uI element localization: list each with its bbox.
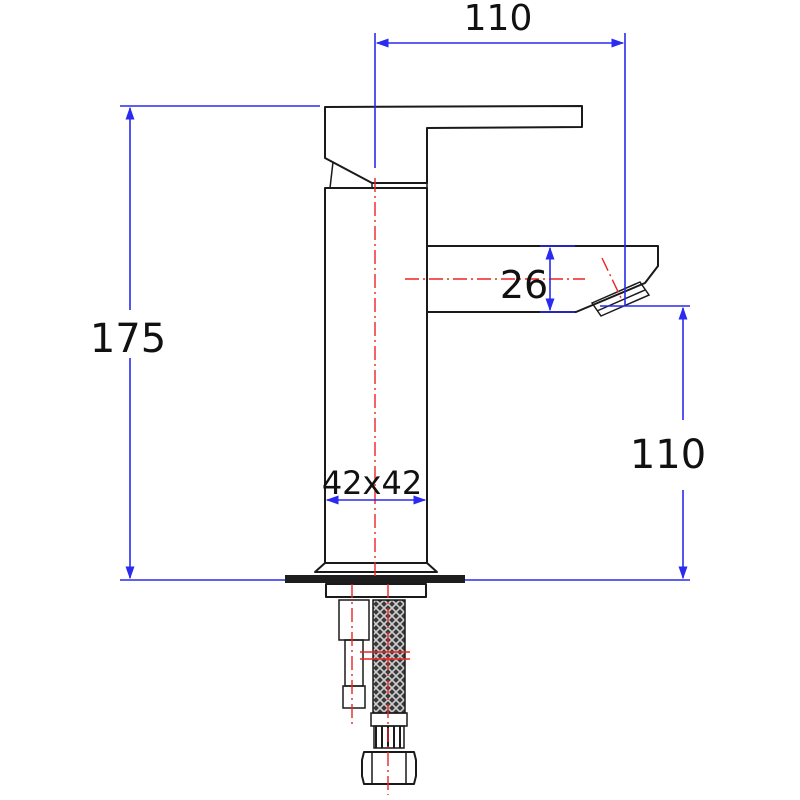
dim-spout-height: 110 — [465, 305, 706, 581]
main-column — [324, 187, 428, 564]
total-height-label: 175 — [90, 316, 166, 362]
threaded-tail — [338, 599, 370, 709]
spout-reach-label: 110 — [464, 0, 533, 39]
dimensions: 110 175 26 — [85, 0, 706, 581]
dim-spout-thickness: 26 — [500, 245, 575, 313]
faucet-body — [285, 105, 659, 598]
spout-height-label: 110 — [630, 432, 706, 478]
braided-hose — [361, 599, 417, 785]
aerator — [590, 281, 651, 317]
deck-gasket — [285, 575, 465, 583]
cartridge-cap — [329, 161, 428, 190]
spout-thickness-label: 26 — [500, 263, 548, 307]
dim-body-section: 42x42 — [322, 464, 427, 505]
hose-section-mark — [360, 651, 410, 660]
center-lines — [351, 178, 623, 795]
base-flare — [314, 562, 438, 573]
body-section-label: 42x42 — [322, 464, 422, 502]
supply-hoses — [338, 599, 417, 785]
mounting-nut — [325, 583, 427, 598]
lever-handle — [324, 105, 583, 184]
dim-total-height: 175 — [85, 105, 320, 581]
dim-spout-reach: 110 — [374, 0, 626, 305]
